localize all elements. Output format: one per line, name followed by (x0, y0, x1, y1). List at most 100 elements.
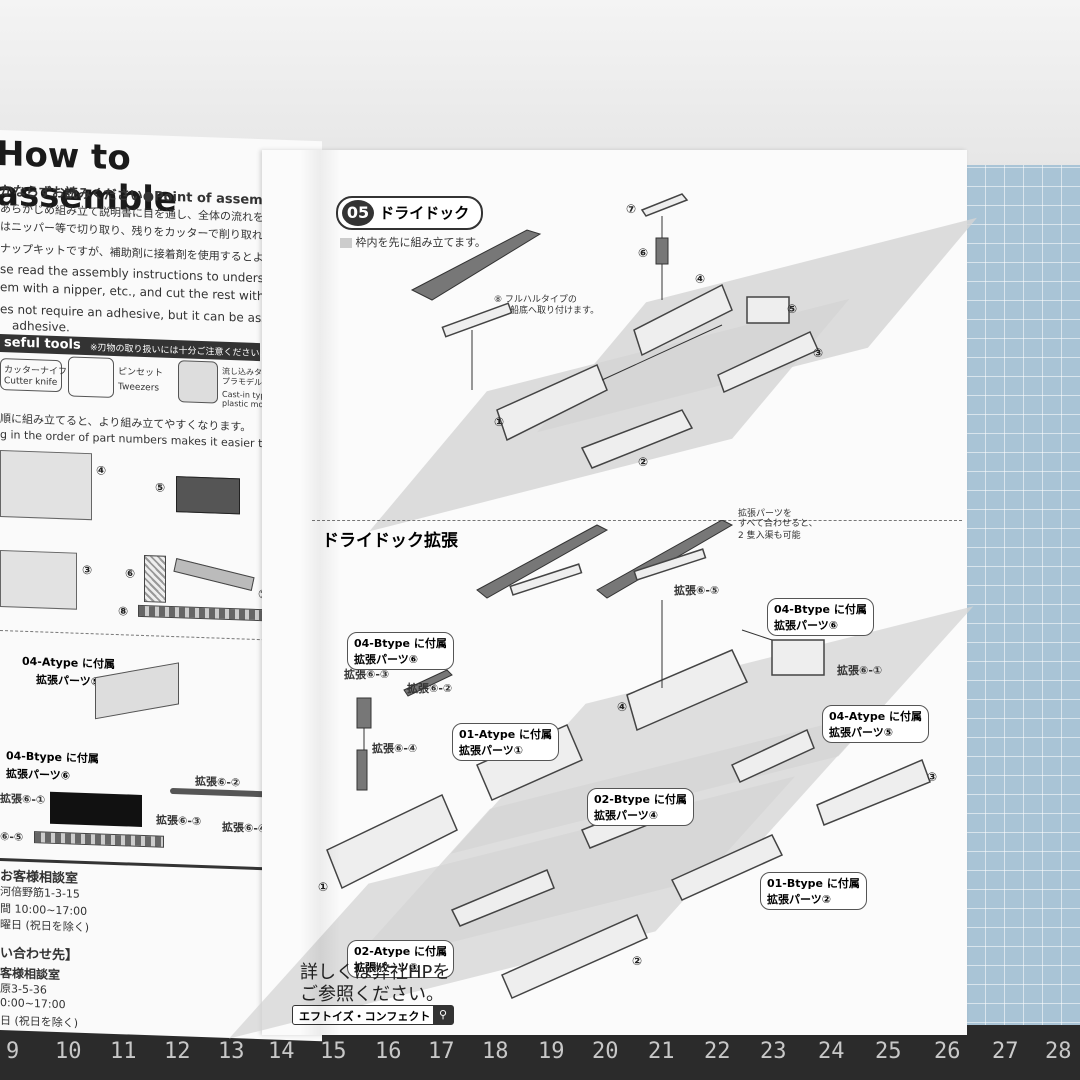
step-note: 枠内を先に組み立てます。 (340, 234, 486, 250)
attach-label: 01-Btype に付属 (767, 877, 860, 890)
part-number: ⑤ (155, 480, 166, 495)
ship-hull (410, 229, 542, 301)
tweezers-icon (68, 356, 114, 398)
fullhull-note: ⑧ フルハルタイプの (494, 295, 577, 305)
rail-part (633, 548, 707, 581)
en-instruction: adhesive. (12, 318, 70, 335)
expansion-diagram (326, 520, 931, 999)
ruler-mark: 13 (218, 1039, 245, 1064)
ruler-mark: 14 (268, 1039, 295, 1064)
part-6-tower-image (144, 555, 166, 603)
attach-callout: 04-Btype に付属 拡張パーツ⑥ (767, 598, 874, 636)
ruler-mark: 18 (482, 1039, 509, 1064)
expansion-6-1 (771, 639, 825, 676)
ruler-mark: 25 (875, 1039, 902, 1064)
attach-label: 拡張パーツ⑤ (829, 726, 894, 739)
ruler-mark: 15 (320, 1039, 347, 1064)
crane-6-2 (403, 669, 453, 697)
attach-label: 拡張パーツ① (459, 744, 524, 757)
expansion-label: 拡張⑥-⑤ (674, 584, 720, 597)
dock-part-1 (326, 793, 458, 890)
ruler-mark: 12 (164, 1039, 191, 1064)
ruler-mark: 23 (760, 1039, 787, 1064)
search-icon[interactable]: ⚲ (433, 1006, 453, 1024)
rail-part-8 (441, 302, 513, 338)
guide-line (601, 324, 723, 381)
expansion-label: 拡張⑥-③ (156, 813, 202, 829)
part-number: ④ (96, 463, 107, 478)
expansion-note: すべて合わせると、 (738, 519, 818, 529)
part-number: ⑤ (787, 302, 798, 316)
ship-hull (596, 520, 734, 599)
ruler-mark: 21 (648, 1039, 675, 1064)
attach-callout: 04-Btype に付属 拡張パーツ⑥ (347, 632, 454, 670)
part-4-image (0, 450, 92, 521)
part-number: ⑥ (638, 246, 649, 260)
tools-note: ※刃物の取り扱いには十分ご注意ください。 (90, 343, 269, 360)
dock-part-3 (816, 758, 931, 826)
tools-header: seful tools (4, 335, 81, 353)
ruler-mark: 17 (428, 1039, 455, 1064)
guide-line (741, 629, 773, 641)
dock-part-1 (496, 363, 608, 442)
attach-label: 04-Btype に付属 (354, 637, 447, 650)
divider (312, 520, 962, 521)
footer-note: ご参照ください。 (300, 984, 444, 1005)
tools-header-bar: seful tools ※刃物の取り扱いには十分ご注意ください。 (0, 334, 269, 362)
drydock-diagram (410, 193, 819, 469)
fullhull-note: 船底へ取り付けます。 (510, 306, 600, 316)
part-number: ③ (813, 346, 824, 360)
tool-label: Tweezers (118, 382, 160, 394)
part-5-image (176, 476, 240, 515)
inquiry-title: い合わせ先】 (0, 946, 79, 964)
expansion-6-2-image (170, 787, 270, 798)
part-number: ① (318, 880, 328, 894)
rail-part (509, 563, 583, 596)
ruler-mark: 11 (110, 1039, 137, 1064)
dock-part-3 (717, 330, 819, 394)
attach-label: 04-Btype に付属 (774, 603, 867, 616)
ruler-mark: 16 (375, 1039, 402, 1064)
expansion-part-5 (731, 728, 815, 783)
part-number: ② (638, 455, 649, 469)
expansion-label: 拡張⑥-① (837, 664, 883, 677)
expansion-label: 拡張⑥-④ (222, 820, 268, 836)
contact-days: 曜日 (祝日を除く) (0, 918, 90, 935)
tool-label: カッターナイフ (4, 365, 68, 378)
expansion-label: ⑥-⑤ (0, 830, 24, 844)
part-number: ⑥ (125, 566, 136, 581)
part-3-image (0, 550, 77, 610)
part-8-rail-image (138, 604, 265, 622)
expansion-part-2 (670, 834, 784, 901)
search-box[interactable]: エフトイズ・コンフェクト ⚲ (292, 1005, 454, 1025)
part-number: ⑧ (118, 604, 129, 619)
step-header: 05 ドライドック (336, 196, 484, 230)
right-page: 05 ドライドック 枠内を先に組み立てます。 ⑧ フルハルタイプの 船底へ取り付… (228, 150, 977, 1039)
attach-callout: 02-Btype に付属 拡張パーツ④ (587, 788, 694, 826)
expansion-label: 拡張⑥-② (195, 774, 241, 790)
ruler-mark: 22 (704, 1039, 731, 1064)
search-label: エフトイズ・コンフェクト (299, 1010, 431, 1023)
attach-callout: 04-Atype に付属 拡張パーツ⑤ (822, 705, 929, 743)
contact-hours: 0:00~17:00 (0, 996, 66, 1012)
attach-label: 拡張パーツ② (767, 893, 832, 906)
attach-label: 04-Atype に付属 (829, 710, 922, 723)
part-number: ① (494, 415, 505, 429)
part-number: ③ (927, 770, 938, 784)
expansion-label: 拡張⑥-③ (344, 668, 390, 681)
tower-part-6 (655, 237, 669, 265)
divider (0, 630, 290, 642)
expansion-note: 拡張パーツを (738, 509, 792, 519)
attach-label: 拡張パーツ⑥ (354, 653, 419, 666)
dock-part-2 (580, 409, 694, 469)
contact-address: 河倍野筋1-3-15 (0, 885, 80, 901)
expansion-part-3 (450, 869, 555, 927)
attach-label: 拡張パーツ④ (594, 809, 659, 822)
part-number: ④ (617, 700, 628, 714)
attach-label: 02-Atype に付属 (354, 945, 447, 958)
part-number: ④ (695, 272, 706, 286)
dock-part-5 (746, 296, 790, 324)
dock-part-4 (626, 649, 749, 732)
expansion-6-1-image (50, 791, 142, 827)
attach-callout: 01-Atype に付属 拡張パーツ① (452, 723, 559, 761)
